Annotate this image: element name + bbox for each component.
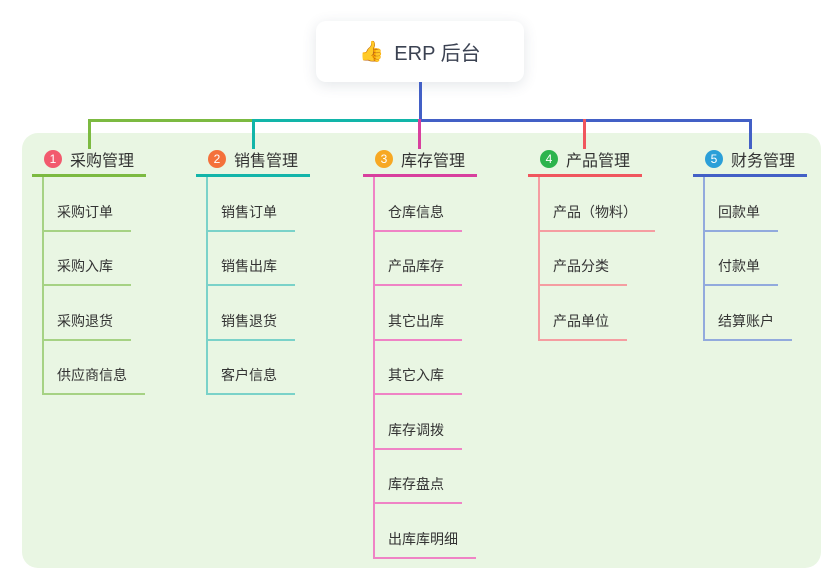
- root-node[interactable]: 👍 ERP 后台: [316, 21, 524, 82]
- child-label: 产品库存: [388, 258, 444, 274]
- child-node[interactable]: 销售退货: [208, 286, 295, 341]
- child-node[interactable]: 结算账户: [705, 286, 792, 341]
- child-label: 销售退货: [221, 312, 277, 329]
- branch-product-label: 产品管理: [566, 152, 631, 170]
- child-node[interactable]: 仓库信息: [375, 177, 462, 232]
- branch-sales-children: 销售订单 销售出库 销售退货 客户信息: [206, 177, 295, 395]
- connector-drop-purchase: [88, 119, 91, 149]
- child-node[interactable]: 客户信息: [208, 341, 295, 395]
- branch-inventory-header[interactable]: 3 库存管理: [363, 147, 477, 177]
- child-node[interactable]: 产品单位: [540, 286, 627, 341]
- branch-finance-children: 回款单 付款单 结算账户: [703, 177, 792, 341]
- branch-purchase-children: 采购订单 采购入库 采购退货 供应商信息: [42, 177, 145, 395]
- branch-finance: 5 财务管理 回款单 付款单 结算账户: [693, 147, 807, 341]
- branch-product-header[interactable]: 4 产品管理: [528, 147, 642, 177]
- child-node[interactable]: 采购入库: [44, 232, 131, 286]
- child-label: 产品单位: [553, 312, 609, 329]
- badge-1: 1: [44, 149, 62, 168]
- child-label: 仓库信息: [388, 203, 444, 220]
- branches-panel: [22, 133, 821, 568]
- branch-finance-header[interactable]: 5 财务管理: [693, 147, 807, 177]
- branch-sales-label: 销售管理: [234, 152, 299, 170]
- child-label: 其它出库: [388, 312, 444, 329]
- child-node[interactable]: 产品分类: [540, 232, 627, 286]
- branch-inventory-children: 仓库信息 产品库存 其它出库 其它入库 库存调拨 库存盘点 出库库明细: [373, 177, 476, 559]
- child-label: 采购订单: [57, 203, 113, 220]
- child-label: 产品分类: [553, 258, 609, 274]
- child-node[interactable]: 销售订单: [208, 177, 295, 232]
- child-node[interactable]: 其它入库: [375, 341, 462, 395]
- branch-sales: 2 销售管理 销售订单 销售出库 销售退货 客户信息: [196, 147, 310, 395]
- connector-drop-finance: [749, 119, 752, 149]
- child-node[interactable]: 供应商信息: [44, 341, 145, 395]
- child-node[interactable]: 库存调拨: [375, 395, 462, 450]
- child-node[interactable]: 其它出库: [375, 286, 462, 341]
- root-title: ERP 后台: [394, 43, 481, 65]
- child-label: 回款单: [718, 203, 760, 220]
- child-label: 库存调拨: [388, 421, 444, 438]
- badge-2: 2: [208, 149, 226, 168]
- connector-segment-blue: [420, 119, 752, 122]
- child-node[interactable]: 采购退货: [44, 286, 131, 341]
- child-label: 销售订单: [221, 203, 277, 220]
- connector-drop-inventory: [418, 119, 421, 149]
- branch-product-children: 产品（物料） 产品分类 产品单位: [538, 177, 655, 341]
- child-label: 付款单: [718, 258, 760, 274]
- branch-inventory-label: 库存管理: [401, 152, 466, 170]
- child-label: 采购退货: [57, 312, 113, 329]
- branch-purchase-header[interactable]: 1 采购管理: [32, 147, 146, 177]
- child-node[interactable]: 出库库明细: [375, 504, 476, 559]
- child-node[interactable]: 回款单: [705, 177, 778, 232]
- connector-drop-sales: [252, 119, 255, 149]
- child-label: 供应商信息: [57, 367, 127, 383]
- branch-purchase: 1 采购管理 采购订单 采购入库 采购退货 供应商信息: [32, 147, 146, 395]
- child-node[interactable]: 销售出库: [208, 232, 295, 286]
- connector-segment-green: [89, 119, 253, 122]
- thumbs-up-icon: 👍: [359, 41, 385, 63]
- connector-root-line: [419, 82, 422, 119]
- child-node[interactable]: 付款单: [705, 232, 778, 286]
- branch-purchase-label: 采购管理: [70, 152, 135, 170]
- badge-5: 5: [705, 149, 723, 168]
- child-label: 产品（物料）: [553, 203, 637, 220]
- badge-3: 3: [375, 149, 393, 168]
- connector-segment-teal: [253, 119, 420, 122]
- badge-4: 4: [540, 149, 558, 168]
- child-label: 采购入库: [57, 258, 113, 274]
- child-label: 销售出库: [221, 258, 277, 274]
- branch-sales-header[interactable]: 2 销售管理: [196, 147, 310, 177]
- branch-product: 4 产品管理 产品（物料） 产品分类 产品单位: [528, 147, 655, 341]
- branch-inventory: 3 库存管理 仓库信息 产品库存 其它出库 其它入库 库存调拨 库存盘点 出库库…: [363, 147, 477, 559]
- child-label: 出库库明细: [388, 530, 458, 547]
- connector-drop-product: [583, 119, 586, 149]
- child-label: 库存盘点: [388, 476, 444, 492]
- child-label: 客户信息: [221, 367, 277, 383]
- branch-finance-label: 财务管理: [731, 152, 796, 170]
- child-label: 结算账户: [718, 312, 774, 329]
- child-node[interactable]: 产品库存: [375, 232, 462, 286]
- child-node[interactable]: 库存盘点: [375, 450, 462, 504]
- child-node[interactable]: 产品（物料）: [540, 177, 655, 232]
- child-label: 其它入库: [388, 367, 444, 383]
- child-node[interactable]: 采购订单: [44, 177, 131, 232]
